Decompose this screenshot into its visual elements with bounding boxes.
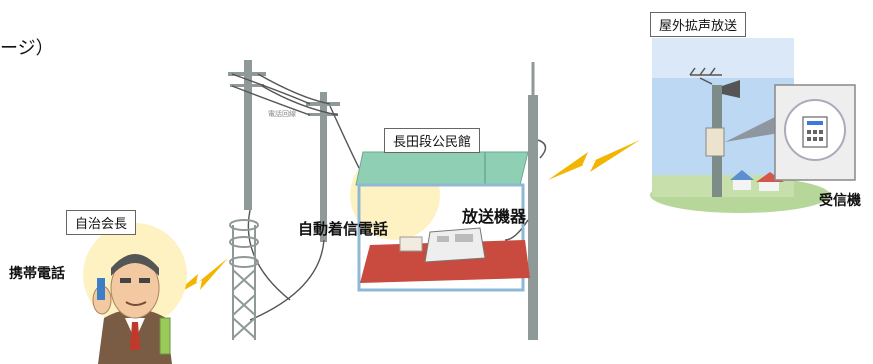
self-gov-head-label: 自治会長 xyxy=(66,210,137,235)
caption-fragment: ージ） xyxy=(0,38,54,59)
chairman-with-phone xyxy=(83,223,187,364)
community-hall xyxy=(350,150,530,292)
community-hall-label: 長田段公民館 xyxy=(384,128,481,153)
hall-antenna-pole xyxy=(504,62,547,340)
auto-phone-label: 自動着信電話 xyxy=(298,220,389,238)
broadcast-equipment-label: 放送機器 xyxy=(462,207,527,226)
telephone-poles xyxy=(228,60,340,242)
lattice-tower xyxy=(229,219,259,340)
outdoor-broadcast-label: 屋外拡声放送 xyxy=(650,12,747,37)
outdoor-broadcast-scene xyxy=(650,38,856,213)
mobile-phone-label: 携帯電話 xyxy=(9,266,65,282)
phone-line-label: 電話回線 xyxy=(268,109,296,118)
receiver-label: 受信機 xyxy=(819,193,861,209)
